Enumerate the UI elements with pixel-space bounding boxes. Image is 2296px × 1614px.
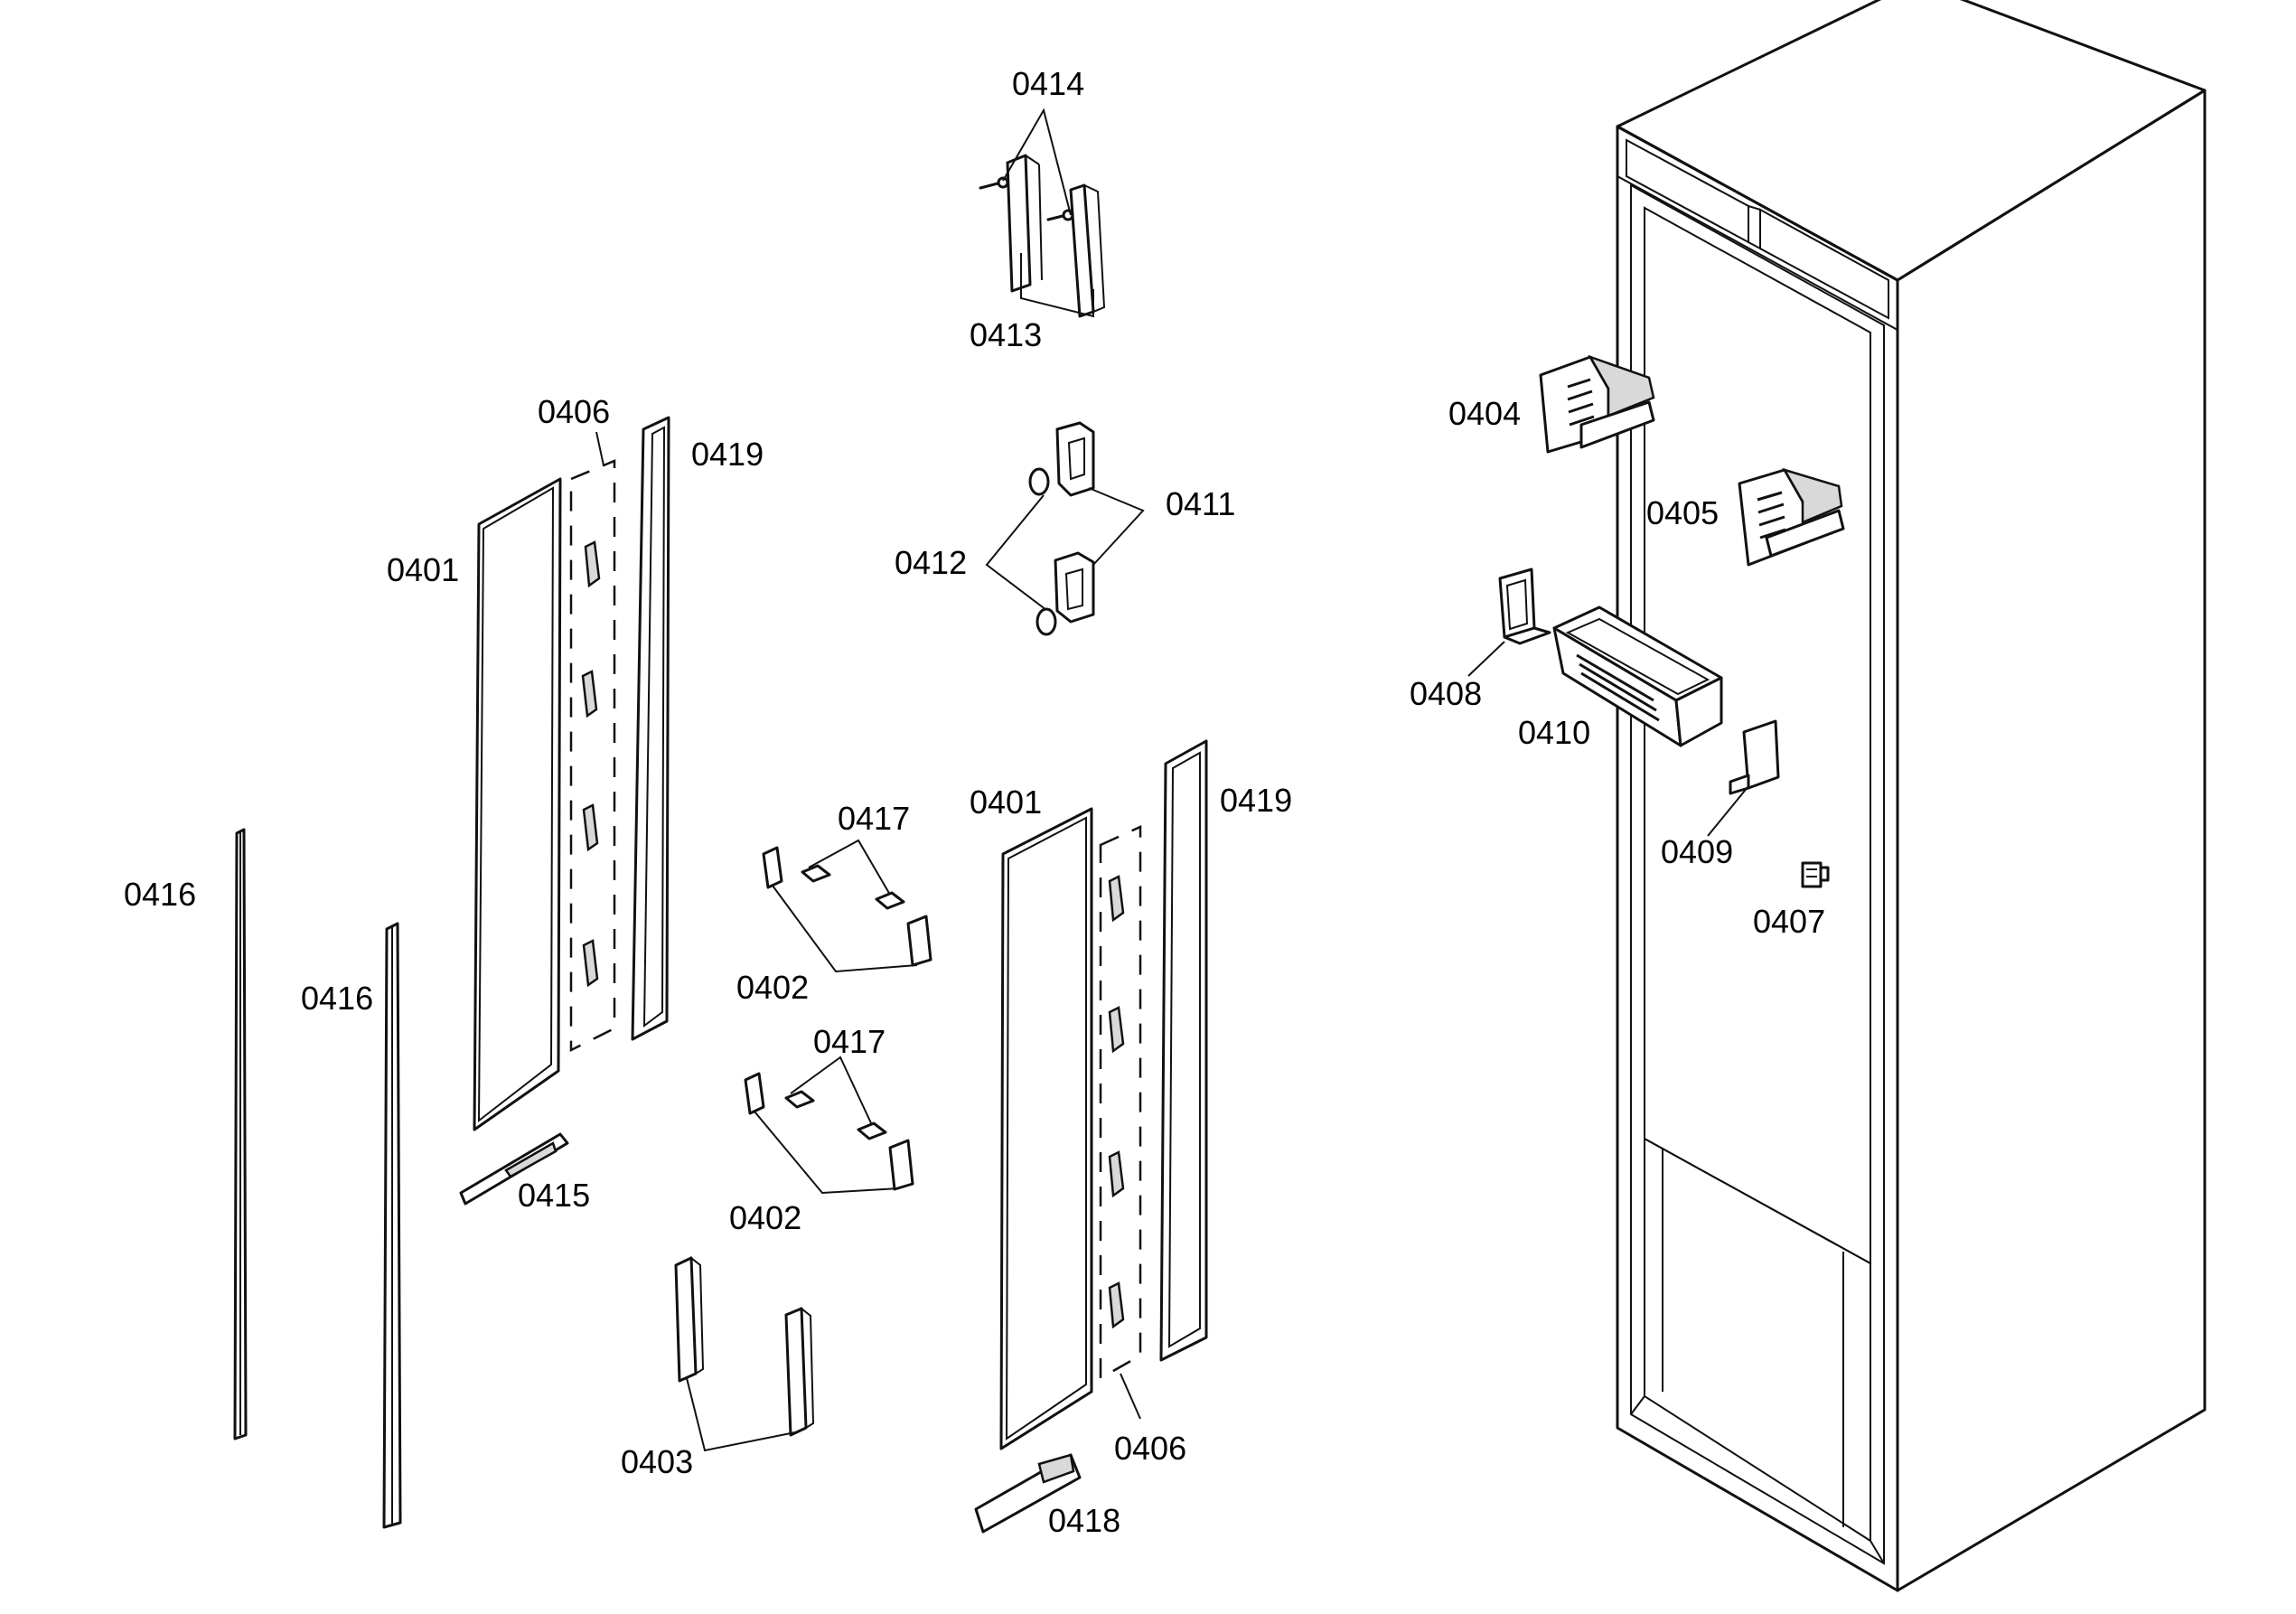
leader-0402-lower: [754, 1111, 900, 1195]
leader-0411: [1088, 487, 1145, 566]
label-0410: 0410: [1518, 714, 1590, 751]
part-0419-left-trim: [631, 416, 670, 1041]
leader-0402-upper: [772, 885, 918, 973]
part-0401-left-panel: [473, 477, 562, 1131]
label-0419-left: 0419: [691, 436, 764, 473]
part-0418-hinge-bar: [974, 1453, 1082, 1534]
label-0413: 0413: [970, 316, 1042, 353]
label-0411: 0411: [1166, 485, 1235, 522]
label-0405: 0405: [1646, 494, 1719, 531]
part-0408-panel: [1498, 568, 1551, 645]
label-0407: 0407: [1753, 903, 1825, 940]
leader-0414: [1002, 108, 1072, 216]
label-0416-a: 0416: [124, 876, 196, 913]
leader-0406-right: [1120, 1373, 1141, 1420]
label-0418: 0418: [1048, 1502, 1120, 1539]
part-0417-upper-pads: [801, 864, 905, 910]
callout-labels: 0414 0413 0406 0419 0401 0411 0412 0404 …: [124, 65, 1825, 1539]
part-0410-housing: [1552, 605, 1723, 747]
label-0409: 0409: [1661, 833, 1733, 870]
label-0401-left: 0401: [387, 551, 459, 588]
label-0416-b: 0416: [301, 980, 373, 1017]
label-0406-left: 0406: [538, 393, 610, 430]
label-0403: 0403: [621, 1443, 693, 1480]
part-0406-left-strip: [569, 459, 616, 1053]
label-0401-right: 0401: [970, 784, 1042, 821]
leader-0417-lower: [790, 1056, 873, 1126]
part-0413-plates: [1006, 154, 1106, 318]
part-0414-screws: [979, 176, 1074, 221]
leader-0403: [686, 1377, 796, 1452]
label-0402-upper: 0402: [736, 969, 809, 1006]
part-0402-lower-clips: [744, 1072, 914, 1191]
leader-0409: [1707, 785, 1749, 837]
label-0404: 0404: [1448, 395, 1521, 432]
part-0411-brackets: [1054, 421, 1095, 624]
part-0416-strip-b: [382, 922, 402, 1529]
label-0415: 0415: [518, 1177, 590, 1214]
hinge-pin: [1108, 875, 1125, 1329]
refrigerator-cabinet: [1616, 0, 2207, 1592]
label-0406-right: 0406: [1114, 1430, 1186, 1467]
leader-0412: [985, 494, 1047, 611]
part-0403-brackets: [674, 1255, 815, 1437]
part-0412-clips: [1028, 467, 1057, 636]
label-0414: 0414: [1012, 65, 1084, 102]
label-0417-lower: 0417: [813, 1023, 886, 1060]
label-0412: 0412: [895, 544, 967, 581]
leader-0406-left: [595, 431, 604, 466]
part-0407-clip: [1801, 861, 1830, 888]
leader-0417-upper: [808, 839, 891, 896]
leader-0408: [1467, 641, 1505, 677]
part-0402-upper-clips: [762, 846, 932, 967]
label-0419-right: 0419: [1220, 782, 1292, 819]
part-0415-hinge-bar: [459, 1132, 569, 1206]
part-0417-lower-pads: [784, 1090, 887, 1140]
part-0416-strip-a: [233, 828, 248, 1440]
part-0409-plate: [1729, 719, 1780, 795]
part-0401-right-panel: [999, 807, 1093, 1450]
part-0419-right-trim: [1159, 739, 1208, 1362]
label-0417-upper: 0417: [838, 800, 910, 837]
part-0406-right-strip: [1099, 825, 1142, 1381]
part-0405-bracket: [1738, 467, 1845, 567]
hinge-pin: [581, 540, 601, 988]
part-0404-bracket: [1539, 354, 1655, 454]
label-0408: 0408: [1410, 675, 1482, 712]
label-0402-lower: 0402: [729, 1199, 801, 1236]
leader-0413: [1020, 253, 1094, 318]
